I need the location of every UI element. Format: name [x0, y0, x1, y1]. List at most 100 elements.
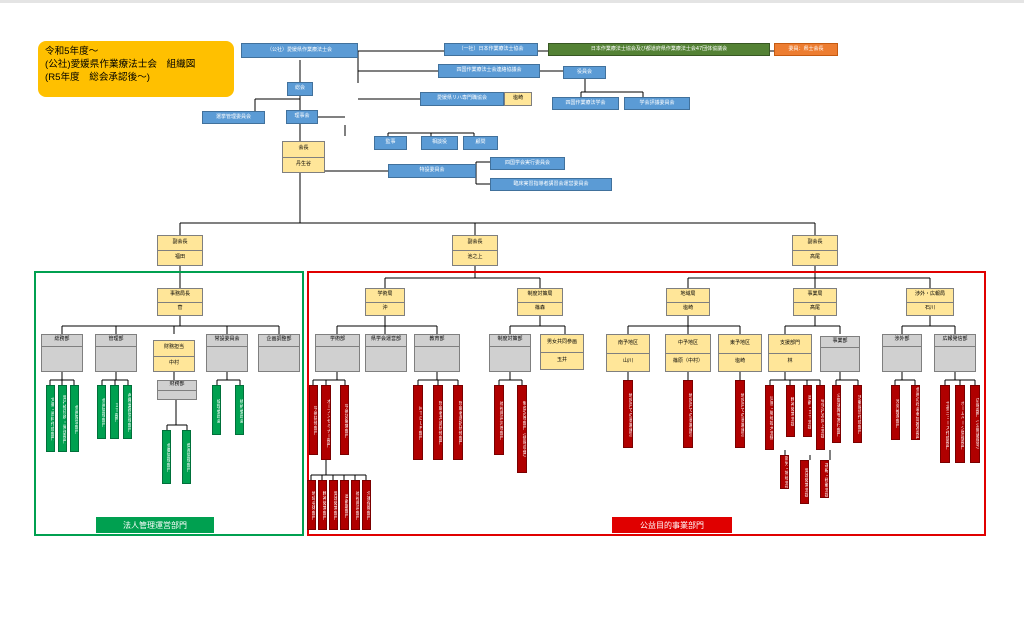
vp-name: 池之上	[453, 250, 497, 265]
vp-title: 副会長	[172, 239, 188, 246]
jigyobu-box: 事業部	[820, 336, 860, 372]
joset-item: 倫理委員会	[212, 385, 221, 435]
title-line-3: (R5年度 総会承認後～)	[45, 72, 150, 83]
kengakkai-box: 県学会運営部	[365, 334, 407, 372]
chiikikyoku-title: 地域局	[680, 291, 696, 298]
kikaku-box: 企画調整部	[258, 334, 300, 372]
jigyobu-title: 事業部	[832, 338, 848, 345]
committee-rep-box: 委員：県士会長	[774, 43, 838, 56]
danjo-title: 男女共同参画	[546, 339, 577, 346]
shikoku-gakkai-jikko-box: 四国学会実行委員会	[490, 157, 565, 170]
seidobu-blank	[490, 345, 530, 372]
gakkai-hyogi-box: 学会評議委員会	[624, 97, 690, 110]
zaimu-tanto-box: 財務担当 中村	[153, 340, 195, 372]
vp-title: 副会長	[807, 239, 823, 246]
gakujutsukyoku-box: 学術局 沖	[365, 288, 405, 316]
vp-ikenoue-box: 副会長 池之上	[452, 235, 498, 266]
public-interest-label: 公益目的事業部門	[612, 517, 732, 533]
nanyo-name: 山川	[607, 352, 649, 372]
jimukyokucho-box: 事務局長 菅	[157, 288, 203, 316]
koho-item: ホームページ管理部門	[955, 385, 965, 463]
zaimu-tanto-title: 財務担当	[163, 344, 184, 351]
corporate-management-label: 法人管理運営部門	[96, 517, 214, 533]
somu-item: 発行物印刷・発送部門	[58, 385, 67, 452]
chiikikyoku-name: 塩崎	[667, 301, 709, 316]
kohobu-title: 広報発信部	[942, 336, 968, 343]
komon-box: 顧問	[463, 136, 498, 150]
jigyobu-blank	[821, 346, 859, 371]
zaimubu-title: 財務部	[169, 381, 185, 388]
danjo-name: 玉井	[541, 351, 583, 370]
joset-item: 規約委員会	[235, 385, 244, 435]
toyo-title: 東予地区	[729, 339, 750, 346]
seido-item: 制度対策部門（情報収集）	[517, 385, 527, 473]
council47-box: 日本作業療法士協会及び都道府県作業療法士会47団体協議会	[548, 43, 770, 56]
zaimu-tanto-name: 中村	[154, 355, 194, 372]
zaimubu-box: 財務部	[157, 380, 197, 400]
zaimubu-blank	[158, 389, 196, 400]
jigyokyoku-box: 事業局 髙尾	[793, 288, 837, 316]
kanri-box: 管理部	[95, 334, 137, 372]
koho-item: 広報部門（公開講座等）	[970, 385, 980, 463]
kanri-blank	[96, 345, 136, 372]
kyoiku-item: 現職者共通研修部門	[433, 385, 443, 460]
zaimu-item: 資産管理部門	[182, 430, 191, 484]
kyoikubu-blank	[415, 345, 459, 372]
shikoku-gakkai-box: 四国作業療法学会	[552, 97, 619, 110]
kanri-item: ＩＴ部門	[110, 385, 119, 439]
corporate-management-region	[34, 271, 304, 536]
shien-name: 林	[769, 352, 811, 372]
soukai-box: 総会	[287, 82, 313, 96]
toyo-name: 塩崎	[719, 352, 761, 372]
vp-title: 副会長	[467, 239, 483, 246]
shogai-koho-box: 渉外・広報局 石川	[906, 288, 954, 316]
senkyo-box: 選挙管理委員会	[202, 111, 265, 124]
association-box: （公社）愛媛県作業療法士会	[241, 43, 358, 58]
shogai-koho-name: 石川	[907, 301, 953, 316]
somu-box: 総務部	[41, 334, 83, 372]
seido-item: 福祉用具対策部門	[494, 385, 504, 455]
seidokyoku-box: 制度対策局 篠森	[517, 288, 563, 316]
kyoikubu-box: 教育部	[414, 334, 460, 372]
browser-top-strip	[0, 0, 1024, 3]
shien-item: 災害・職域拡大支援	[765, 385, 774, 450]
seidobu-box: 制度対策部	[489, 334, 531, 372]
shogai-koho-title: 渉外・広報局	[914, 291, 945, 298]
kikaku-blank	[259, 345, 299, 372]
chart-title-box: 令和5年度～ (公社)愛媛県作業療法士会 組織図 (R5年度 総会承認後～)	[38, 41, 234, 97]
shien-item: 精神障害支援	[786, 385, 795, 437]
jimukyokucho-title: 事務局長	[169, 291, 190, 298]
chuyo-name: 篠原（中村）	[666, 352, 710, 372]
jigyo-item: 活動報告作成部門	[853, 385, 862, 443]
public-interest-region	[307, 271, 986, 536]
kanri-item: 各種業務管理部門	[123, 385, 132, 439]
shogaibu-title: 渉外部	[894, 336, 910, 343]
gakujutsubu-blank	[316, 345, 359, 372]
gakujutsubu-title: 学術部	[329, 336, 345, 343]
shien-item: 高齢・ＩＴ支援	[803, 385, 812, 437]
title-line-1: 令和5年度～	[45, 46, 99, 57]
vp-takao-box: 副会長 高尾	[792, 235, 838, 266]
shogaibu-box: 渉外部	[882, 334, 922, 372]
chiikikyoku-box: 地域局 塩崎	[666, 288, 710, 316]
kaicho-box: 会長 丹生谷	[282, 141, 325, 173]
somu-blank	[42, 345, 82, 372]
chuyo-item: 地区内での事業運営	[683, 380, 693, 448]
jaot-box: （一社）日本作業療法士協会	[444, 43, 538, 56]
kyoikubu-title: 教育部	[429, 336, 445, 343]
kengakkai-title: 県学会運営部	[370, 336, 401, 343]
vp-fukuda-box: 副会長 福田	[157, 235, 203, 266]
open-sub-item: 介護保険部門	[362, 480, 371, 530]
kyoiku-item: 現職者選択研修部門	[453, 385, 463, 460]
gakujutsubu-box: 学術部	[315, 334, 360, 372]
nanyo-item: 地区内での事業運営	[623, 380, 633, 448]
gakujutsukyoku-name: 沖	[366, 301, 404, 316]
kanji-box: 監事	[374, 136, 407, 150]
shien-title: 支援部門	[779, 339, 800, 346]
nanyo-box: 南予地区 山川	[606, 334, 650, 372]
rinsho-box: 臨床実習指導者講習会運営委員会	[490, 178, 612, 191]
open-sub-item: 高齢期部門	[340, 480, 349, 530]
kaicho-title: 会長	[298, 145, 309, 152]
chuyo-box: 中予地区 篠原（中村）	[665, 334, 711, 372]
